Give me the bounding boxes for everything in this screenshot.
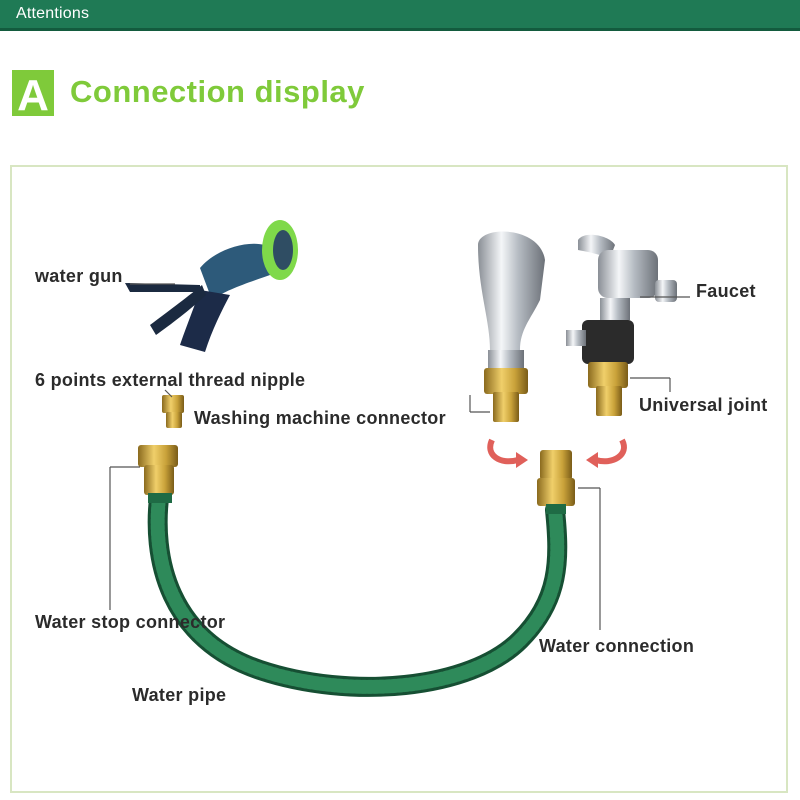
water-connection-icon	[537, 450, 575, 514]
label-water-pipe: Water pipe	[132, 685, 227, 705]
arrow-icon	[487, 438, 627, 468]
label-washing-machine-connector: Washing machine connector	[194, 408, 446, 428]
universal-joint-faucet-icon	[566, 234, 677, 416]
leader-lines	[109, 283, 690, 630]
water-gun-icon	[125, 220, 298, 352]
section-letter-badge: A	[12, 70, 54, 116]
label-water-gun: water gun	[35, 266, 123, 286]
label-universal-joint: Universal joint	[639, 395, 768, 415]
label-water-stop-connector: Water stop connector	[35, 612, 226, 632]
nipple-icon	[162, 395, 184, 428]
water-stop-connector-icon	[138, 445, 178, 503]
label-nipple: 6 points external thread nipple	[35, 370, 306, 390]
illustration-frame	[10, 165, 788, 793]
faucet-icon	[478, 231, 545, 422]
hose-icon	[147, 480, 568, 697]
header-bar: Attentions	[0, 0, 800, 31]
header-title: Attentions	[16, 5, 90, 22]
label-faucet: Faucet	[696, 281, 756, 301]
section-title: Connection display	[70, 74, 365, 109]
label-water-connection: Water connection	[539, 636, 695, 656]
section-letter: A	[17, 71, 49, 116]
